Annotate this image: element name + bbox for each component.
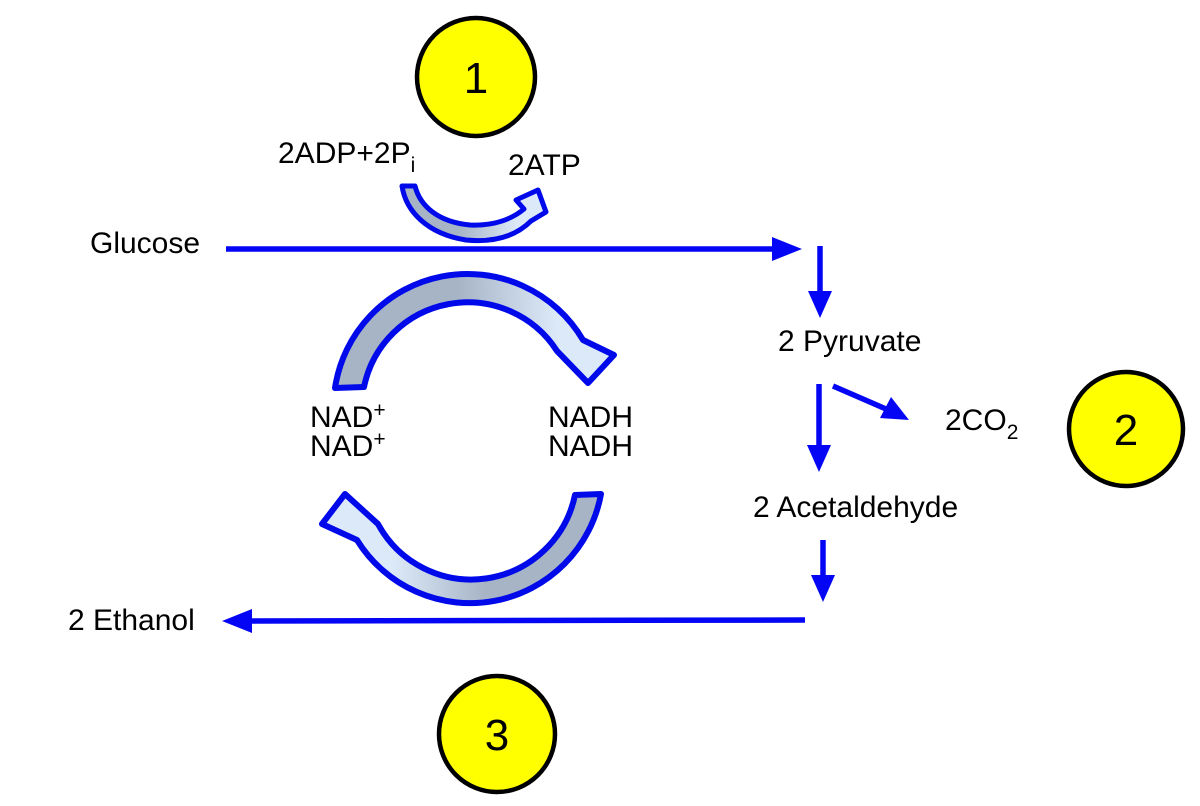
step-badge-2: 2 xyxy=(1066,369,1186,489)
label-nad1-main: NAD xyxy=(310,401,373,434)
arrowhead-right xyxy=(772,237,802,261)
label-pyruvate: 2 Pyruvate xyxy=(778,325,921,358)
arrowhead-left xyxy=(222,609,252,633)
label-nad1-superscript: + xyxy=(373,399,385,422)
label-nad2-superscript: + xyxy=(373,428,385,451)
label-ethanol: 2 Ethanol xyxy=(68,604,195,637)
label-glucose: Glucose xyxy=(90,227,200,260)
label-adp-main: 2ADP+2P xyxy=(278,137,411,170)
to-ethanol-arrow xyxy=(222,609,806,633)
step-badge-1: 1 xyxy=(414,15,538,139)
arrow-line xyxy=(245,617,806,624)
arrow-line xyxy=(831,383,888,412)
acetaldehyde-to-ethanol-line-arrow xyxy=(811,540,835,602)
label-nadh-1: NADH xyxy=(548,401,633,434)
arrowhead-diagonal xyxy=(880,397,909,420)
badge-number: 3 xyxy=(485,711,509,760)
badge-circle xyxy=(414,15,538,139)
label-co2: 2CO2 xyxy=(945,404,1018,444)
arrowhead-down xyxy=(808,291,832,318)
pyruvate-to-co2-arrow xyxy=(831,383,909,420)
nad-to-nadh-top-arc-arrow xyxy=(332,270,617,391)
adp-to-atp-curved-arrow xyxy=(399,183,549,244)
label-atp: 2ATP xyxy=(508,149,581,182)
arrowhead-down xyxy=(811,575,835,602)
corner-down-arrow xyxy=(808,246,832,318)
label-co2-subscript: 2 xyxy=(1007,421,1019,444)
arrowhead-down xyxy=(807,445,831,472)
label-acetaldehyde: 2 Acetaldehyde xyxy=(753,491,958,524)
label-adp-pi: 2ADP+2Pi xyxy=(278,137,415,177)
label-nad2-main: NAD xyxy=(310,430,373,463)
label-co2-main: 2CO xyxy=(945,404,1007,437)
badge-number: 1 xyxy=(464,54,488,103)
glucose-to-pyruvate-arrow xyxy=(226,237,802,261)
pyruvate-to-acetaldehyde-arrow xyxy=(807,384,831,472)
label-nadh-2: NADH xyxy=(548,430,633,463)
nadh-to-nad-bottom-arc-arrow xyxy=(319,491,604,607)
step-badge-3: 3 xyxy=(436,673,558,795)
badge-circle xyxy=(436,673,558,795)
label-nad-plus-2: NAD+ xyxy=(310,428,386,463)
badge-circle xyxy=(1066,369,1186,489)
label-nad-plus-1: NAD+ xyxy=(310,399,386,434)
label-adp-subscript: i xyxy=(411,154,416,177)
badge-number: 2 xyxy=(1114,406,1138,455)
